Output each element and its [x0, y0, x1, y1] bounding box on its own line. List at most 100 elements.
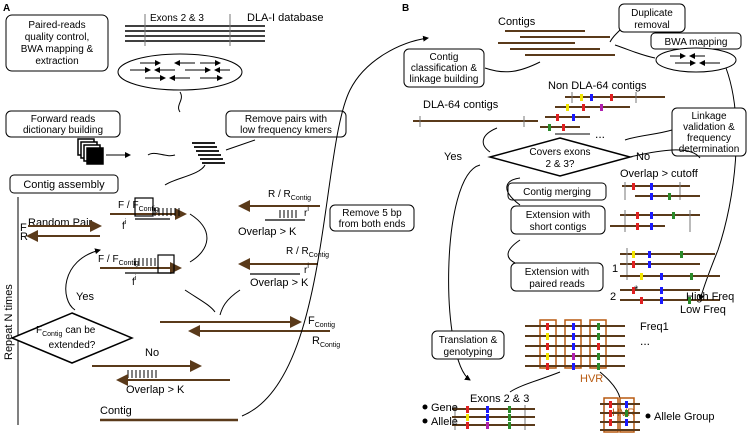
overlap-k-1: Overlap > K — [238, 226, 297, 238]
duplicate-connector — [609, 29, 621, 43]
diamond-line-2: extended? — [49, 340, 96, 351]
covers-exons-diamond: Covers exons 2 & 3? — [487, 137, 633, 177]
duplicate-line-2: removal — [634, 20, 670, 31]
contig-assembly-label: Contig assembly — [23, 179, 105, 191]
contigs-stack — [498, 30, 615, 56]
panel-b-label: B — [402, 3, 409, 14]
dla64-contigs — [413, 116, 538, 127]
ext-short-line-2: short contigs — [530, 222, 587, 233]
class-line-2: classification & — [411, 63, 477, 74]
no-connector — [629, 149, 701, 159]
merging-label: Contig merging — [523, 187, 591, 198]
class-line-1: Contig — [430, 52, 459, 63]
db-label: DLA-I database — [247, 12, 323, 24]
connector-ellipse-down — [178, 91, 182, 113]
bwa-mapping-box: BWA mapping — [650, 32, 742, 73]
contig-classification-box: Contig classification & linkage building — [403, 48, 485, 88]
no-label-a: No — [145, 347, 159, 359]
connector-to-diamond — [184, 289, 216, 313]
final-overlap — [92, 360, 230, 386]
contig-merging-box: Contig merging — [507, 182, 607, 201]
genotyping-block — [525, 319, 625, 370]
linkage-line-4: determination — [679, 144, 740, 155]
allele-group-label: Allele Group — [654, 411, 715, 423]
r-i-1: ri — [304, 206, 309, 219]
connector-r-to-diamond — [219, 289, 241, 316]
qc-box: Paired-reads quality control, BWA mappin… — [5, 14, 109, 72]
f-i-1: fi — [122, 219, 127, 232]
f-fcontig-1: F / FContig — [118, 200, 159, 213]
covers-line-1: Covers exons — [529, 147, 590, 158]
yes-label-a: Yes — [76, 291, 94, 303]
dla64-to-diamond — [482, 127, 498, 153]
f-fcontig-2: F / FContig — [98, 254, 139, 267]
gene-allele-block — [452, 405, 535, 430]
freq-ellipsis: ... — [640, 334, 650, 348]
pair-f-letter: F — [20, 222, 27, 234]
freq1-label: Freq1 — [640, 321, 669, 333]
ext-short-line-1: Extension with — [526, 210, 590, 221]
extension-reverse-1 — [238, 200, 320, 221]
contig-assembly-box: Contig assembly — [9, 174, 119, 194]
qc-line-3: BWA mapping & — [21, 44, 94, 55]
linkage-line-1: Linkage — [691, 111, 726, 122]
overlap-cutoff-label: Overlap > cutoff — [620, 168, 699, 180]
kmer-stack — [192, 142, 225, 164]
ext-short-box: Extension with short contigs — [510, 205, 606, 235]
f-i-2: fi — [132, 275, 137, 288]
qc-line-4: extraction — [35, 56, 78, 67]
overlap-k-3: Overlap > K — [126, 384, 185, 396]
a-to-b-connector — [241, 35, 429, 417]
hvr-label-1: HVR — [580, 373, 603, 385]
random-pair-label: Random Pair — [28, 217, 93, 229]
paired-illustration-2 — [620, 287, 720, 304]
duplicate-line-1: Duplicate — [631, 8, 673, 19]
class-line-3: linkage building — [410, 74, 479, 85]
dict-line-2: dictionary building — [23, 125, 103, 136]
ext-paired-line-1: Extension with — [525, 267, 589, 278]
high-freq-label: High Freq — [686, 291, 734, 303]
linkage-line-3: frequency — [687, 133, 731, 144]
extension-reverse-2 — [238, 258, 318, 275]
dla64-label: DLA-64 contigs — [423, 99, 499, 111]
low-freq-label: Low Freq — [680, 304, 726, 316]
allele-label: Allele — [431, 416, 458, 428]
remove-pairs-line-1: Remove pairs with — [245, 114, 327, 125]
short-to-paired-connector — [507, 239, 521, 264]
label-one: 1 — [612, 263, 618, 275]
extension-forward-1 — [110, 197, 187, 220]
dla-database-lines — [125, 14, 265, 46]
reads-ellipse — [117, 53, 243, 91]
linkage-validation-box: Linkage validation & frequency determina… — [671, 107, 747, 157]
rcontig-label: RContig — [312, 335, 340, 349]
gene-label: Gene — [431, 402, 458, 414]
final-contig-label: Contig — [100, 405, 132, 417]
gene-bullet — [422, 404, 428, 410]
classification-connector — [484, 61, 541, 73]
merge-illustration — [622, 182, 700, 200]
connector-kmer-down — [164, 164, 206, 186]
non-dla-ellipsis: ... — [595, 127, 605, 141]
ext-paired-line-2: paired reads — [529, 279, 585, 290]
translation-line-2: genotyping — [444, 347, 493, 358]
overlap-k-2: Overlap > K — [250, 277, 309, 289]
panel-a-label: A — [3, 3, 10, 14]
r-rcontig-2: R / RContig — [286, 246, 329, 259]
allele-group-block — [600, 397, 640, 433]
repeat-label: Repeat N times — [3, 284, 15, 360]
extension-forward-2 — [100, 254, 182, 274]
dictionary-box: Forward reads dictionary building — [5, 110, 121, 138]
dict-line-1: Forward reads — [31, 114, 95, 125]
qc-line-1: Paired-reads — [28, 20, 85, 31]
remove-pairs-box: Remove pairs with low frequency kmers — [225, 110, 347, 138]
remove-5bp-box: Remove 5 bp from both ends — [329, 204, 415, 232]
geno-to-exons-connector — [509, 371, 561, 393]
connector-dict — [147, 152, 176, 157]
r-rcontig-1: R / RContig — [268, 189, 311, 202]
paired-illustration-1 — [620, 248, 720, 280]
connector-f1-f2 — [189, 213, 208, 263]
